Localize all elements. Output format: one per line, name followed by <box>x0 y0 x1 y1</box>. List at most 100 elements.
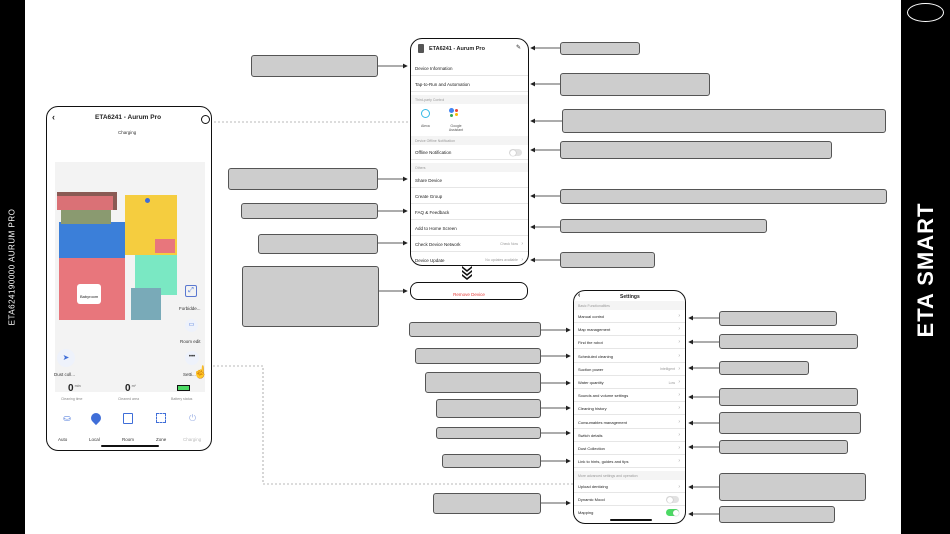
settings-item-label: Consumables management <box>578 419 627 425</box>
settings-item-map-management[interactable]: Map management› <box>574 323 685 337</box>
third-party-header-text: Third-party Control <box>415 97 445 102</box>
dust-collect-icon[interactable]: ➤ <box>57 349 75 367</box>
tap-to-run-row[interactable]: Tap-to-Run and Automation <box>411 77 528 92</box>
mapping-toggle[interactable] <box>666 509 679 516</box>
more-icon[interactable]: ••• <box>185 351 199 365</box>
callout-scheduled <box>415 348 541 364</box>
others-header-text: Others <box>415 165 426 170</box>
room-edit-label[interactable]: Room edit <box>180 339 201 344</box>
settings-item-label: Dust Collection <box>578 446 605 451</box>
dynamic-mood-label: Dynamic Mood <box>578 497 605 502</box>
add-home-label: Add to Home Screen <box>415 226 457 231</box>
mode-auto-label[interactable]: Auto <box>58 437 68 442</box>
auto-broom-icon: ⛀ <box>63 413 71 423</box>
settings-item-manual-control[interactable]: Manual control› <box>574 310 685 323</box>
callout-map-management <box>409 322 541 337</box>
mode-charging-icon[interactable]: ⏻ <box>189 413 197 423</box>
remove-device-label: Remove Device <box>453 292 485 297</box>
mode-local-label[interactable]: Local <box>89 437 100 442</box>
callout-third-party <box>562 109 886 133</box>
main-settings-icon[interactable] <box>201 115 210 124</box>
chevron-right-icon: › <box>678 405 680 412</box>
offline-header: Device Offline Notification <box>411 136 528 145</box>
edit-pencil-icon[interactable]: ✎ <box>515 45 521 51</box>
settings-item-consumables-management[interactable]: Consumables management› <box>574 416 685 429</box>
settings-item-cleaning-history[interactable]: Cleaning history› <box>574 402 685 416</box>
map-area[interactable]: Babyroom <box>55 162 205 392</box>
room-edit-icon[interactable]: ▭ <box>185 319 198 332</box>
chevron-right-icon: › <box>678 392 680 399</box>
room-small-red[interactable] <box>155 239 175 253</box>
settings-item-sounds-and-volume-settings[interactable]: Sounds and volume settings› <box>574 389 685 403</box>
chevron-right-icon: › <box>678 365 680 372</box>
remove-device-button[interactable]: Remove Device <box>410 282 528 300</box>
google-dot-red <box>455 109 458 112</box>
mode-zone-label[interactable]: Zone <box>156 437 167 442</box>
check-network-row[interactable]: Check Device Network Check Now › <box>411 237 528 252</box>
alexa-icon[interactable] <box>421 109 430 118</box>
room-red-top[interactable] <box>57 196 113 210</box>
mode-charging-label[interactable]: Charging <box>183 437 202 442</box>
chevron-right-icon: › <box>678 458 680 465</box>
settings-item-find-the-robot[interactable]: Find the robot› <box>574 336 685 350</box>
settings-title: Settings <box>620 294 640 300</box>
callout-edit-name <box>560 42 640 55</box>
device-information-row[interactable]: Device Information <box>411 61 528 76</box>
callout-water <box>425 372 541 393</box>
cleaned-area-value: 0m² <box>125 383 136 394</box>
offline-notification-toggle[interactable] <box>509 149 522 156</box>
upload-label: Upload dentizing <box>578 484 608 489</box>
room-blue[interactable] <box>59 222 125 258</box>
room-teal[interactable] <box>131 288 161 320</box>
settings-item-scheduled-cleaning[interactable]: Scheduled cleaning› <box>574 350 685 363</box>
device-update-label: Device Update <box>415 258 445 263</box>
faq-row[interactable]: FAQ & Feedback <box>411 205 528 220</box>
callout-manual-control <box>719 311 837 326</box>
callout-faq <box>241 203 378 219</box>
mode-room-label[interactable]: Room <box>122 437 135 442</box>
basic-header-text: Basic Functionalities <box>578 303 610 308</box>
settings-item-switch-details[interactable]: Switch details› <box>574 429 685 442</box>
main-status: Charging <box>118 130 137 135</box>
mode-local-icon[interactable] <box>88 410 104 426</box>
settings-label[interactable]: Setti... <box>183 372 196 377</box>
offline-header-text: Device Offline Notification <box>415 138 456 143</box>
dynamic-mood-toggle[interactable] <box>666 496 679 503</box>
upload-row[interactable]: Upload dentizing › <box>574 480 685 493</box>
share-device-row[interactable]: Share Device <box>411 173 528 188</box>
mode-zone-icon[interactable] <box>156 413 166 423</box>
device-robot-icon <box>418 44 424 53</box>
callout-find-robot <box>719 334 858 349</box>
forbidden-zone-label[interactable]: Forbidde... <box>179 306 201 311</box>
chevron-right-icon: › <box>678 313 680 319</box>
settings-item-dust-collection[interactable]: Dust Collection › <box>574 442 685 455</box>
forbidden-zone-icon[interactable]: ⤢ <box>185 285 197 297</box>
room-green-left[interactable] <box>61 210 111 224</box>
device-update-row[interactable]: Device Update No updates available › <box>411 253 528 265</box>
google-dot-green <box>450 114 453 117</box>
settings-item-label: Link to hints, guides and tips <box>578 459 629 465</box>
dust-collect-label[interactable]: Dust coll... <box>54 372 76 377</box>
main-phone: ‹ ETA6241 - Aurum Pro Charging Babyroom … <box>46 106 212 451</box>
mode-room-icon[interactable] <box>123 413 133 424</box>
chevron-right-icon: › <box>678 339 680 346</box>
settings-phone: ‹ Settings Basic Functionalities Manual … <box>573 290 686 524</box>
add-home-row[interactable]: Add to Home Screen <box>411 221 528 236</box>
battery-icon <box>177 385 190 391</box>
google-assistant-icon[interactable] <box>449 108 461 118</box>
google-assistant-label: Google Assistant <box>448 124 464 132</box>
settings-back-icon[interactable]: ‹ <box>578 292 581 299</box>
chevron-right-icon: › <box>678 326 680 333</box>
mode-auto[interactable]: ⛀ <box>57 413 77 424</box>
cleaning-time-unit: min <box>74 384 81 388</box>
device-update-value: No updates available <box>485 258 518 262</box>
create-group-row[interactable]: Create Group <box>411 189 528 204</box>
settings-item-link-to-hints-guides-and-tips[interactable]: Link to hints, guides and tips › <box>574 455 685 469</box>
settings-home-indicator <box>610 519 652 521</box>
faq-label: FAQ & Feedback <box>415 210 450 215</box>
main-back-icon[interactable]: ‹ <box>52 112 55 122</box>
room-label-tag: Babyroom <box>77 284 102 304</box>
chevron-right-icon: › <box>678 445 680 451</box>
